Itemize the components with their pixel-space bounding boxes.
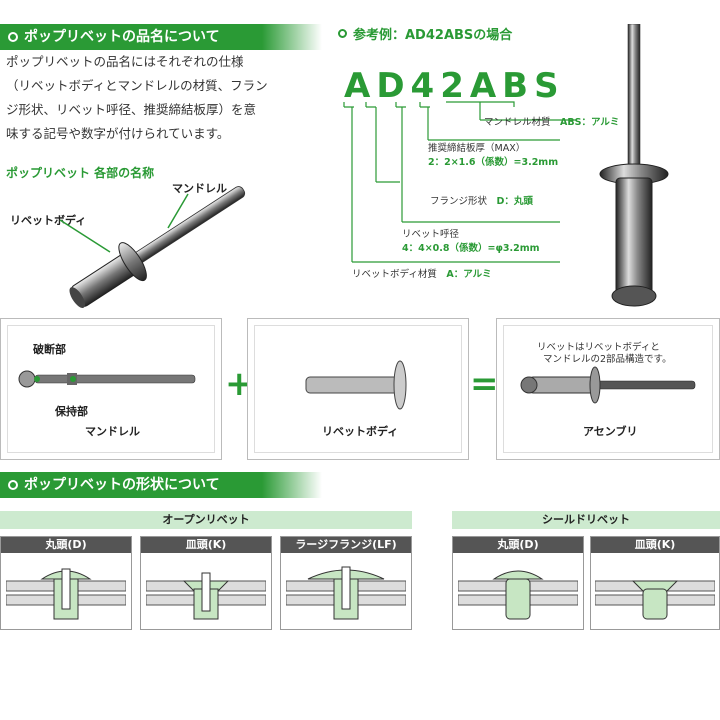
label-assembly: アセンブリ	[583, 425, 638, 438]
assembly-illustration	[520, 366, 696, 404]
code-bracket-lines	[343, 101, 576, 263]
card-title: 丸頭(D)	[1, 537, 131, 553]
panel-assembly: リベットはリベットボディと マンドレルの2部品構造です。 アセンブリ	[496, 318, 720, 460]
card-open-countersunk: 皿頭(K)	[140, 536, 272, 630]
label-mandrel-panel: マンドレル	[85, 425, 140, 438]
label-body-panel: リベットボディ	[322, 425, 399, 438]
parts-heading: ポップリベット 各部の名称	[6, 166, 155, 180]
label-holding: 保持部	[55, 405, 88, 418]
panel-mandrel: 破断部 保持部 マンドレル	[0, 318, 222, 460]
card-title: 皿頭(K)	[141, 537, 271, 553]
body-illustration	[305, 360, 407, 410]
large-flange-section	[286, 566, 406, 620]
section-title: ポップリベットの形状について	[24, 477, 220, 493]
circle-icon	[8, 32, 18, 42]
round-head-section	[6, 568, 126, 620]
equals-sign: =	[470, 364, 499, 404]
body-material: リベットボディ材質 A：アルミ	[352, 269, 492, 280]
rivet-diameter-value: 4：4×0.8（係数）=φ3.2mm	[402, 243, 540, 254]
card-title: 皿頭(K)	[591, 537, 719, 553]
example-title: 参考例：AD42ABSの場合	[338, 24, 512, 43]
intro-text: ポップリベットの品名にはそれぞれの仕様（リベットボディとマンドレルの材質、フラン…	[6, 54, 268, 141]
section-header-naming: ポップリベットの品名について	[0, 24, 322, 50]
circle-icon	[8, 480, 18, 490]
mandrel-illustration	[18, 370, 196, 388]
section-title: ポップリベットの品名について	[24, 29, 220, 45]
grip-range: 推奨締結板厚（MAX）	[428, 143, 526, 154]
card-sealed-countersunk: 皿頭(K)	[590, 536, 720, 630]
rivet-diameter: リベット呼径	[402, 229, 460, 240]
panel-body: リベットボディ	[247, 318, 469, 460]
assembly-note: リベットはリベットボディと	[537, 342, 660, 353]
mandrel-material: マンドレル材質 ABS：アルミ	[484, 117, 620, 128]
circle-icon	[338, 29, 347, 38]
sealed-rivet-title: シールドリベット	[452, 511, 720, 529]
grip-range-value: 2：2×1.6（係数）=3.2mm	[428, 157, 559, 168]
flange-shape: フランジ形状 D：丸頭	[430, 196, 533, 207]
assembly-note-2: マンドレルの2部品構造です。	[543, 354, 672, 365]
open-rivet-title: オープンリベット	[0, 511, 412, 529]
card-sealed-round: 丸頭(D)	[452, 536, 584, 630]
sealed-round-section	[458, 570, 578, 620]
countersunk-section	[146, 572, 266, 620]
product-code: AD42ABS	[344, 66, 565, 106]
label-mandrel: マンドレル	[172, 182, 227, 195]
card-title: 丸頭(D)	[453, 537, 583, 553]
card-open-large-flange: ラージフランジ(LF)	[280, 536, 412, 630]
card-title: ラージフランジ(LF)	[281, 537, 411, 553]
sealed-countersunk-section	[595, 580, 715, 620]
rivet-parts-illustration	[59, 186, 246, 308]
section-header-shape: ポップリベットの形状について	[0, 472, 322, 498]
label-break-point: 破断部	[33, 343, 66, 356]
rivet-vertical-illustration	[599, 24, 669, 307]
card-open-round: 丸頭(D)	[0, 536, 132, 630]
